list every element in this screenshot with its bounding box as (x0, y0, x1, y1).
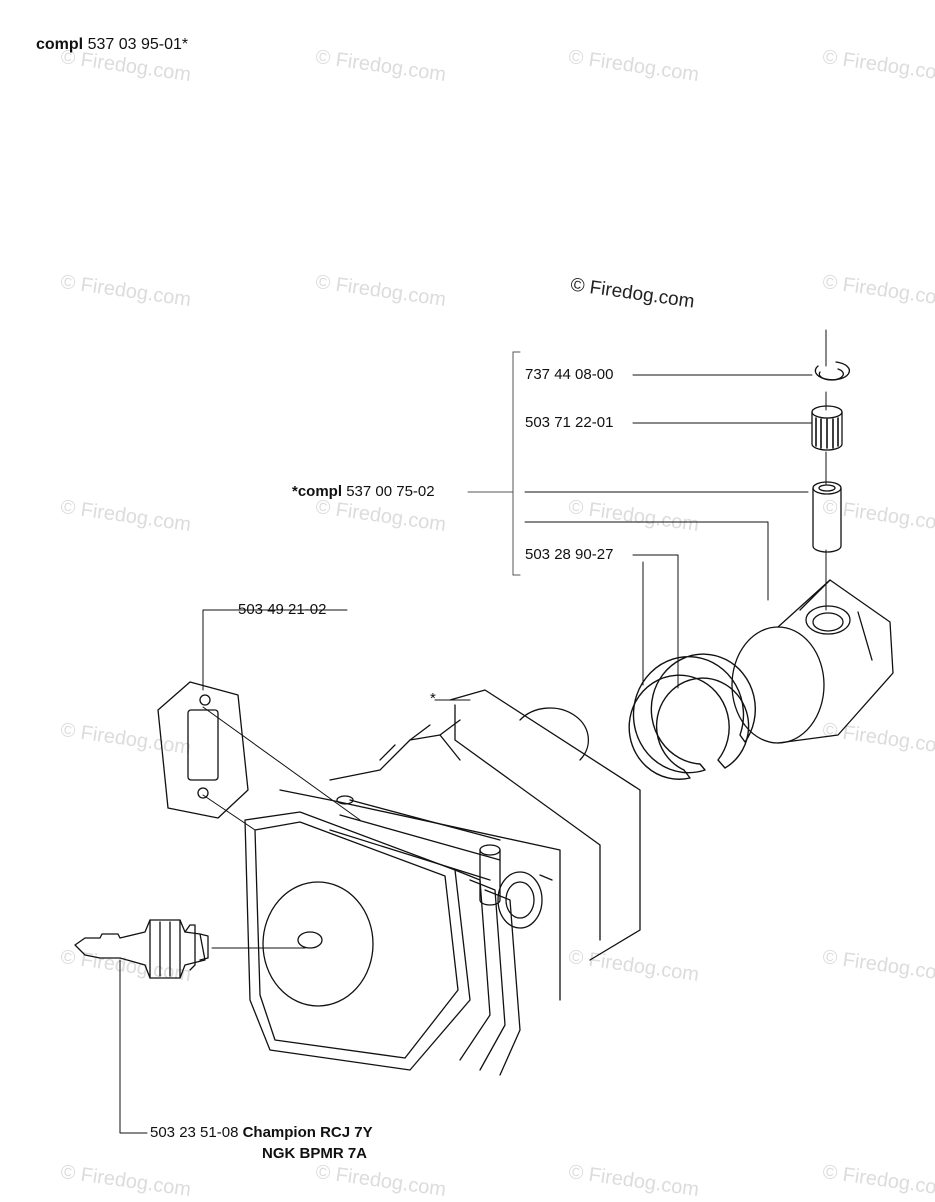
piston-kit-prefix: *compl (292, 483, 343, 500)
part-label-gasket: 503 49 21-02 (238, 601, 327, 618)
part-label-needle-bearing: 503 71 22-01 (525, 414, 614, 431)
part-label-cylinder-marker: * (430, 690, 436, 707)
spark-plug-drawing (74, 919, 209, 979)
piston-pin-drawing (812, 481, 842, 553)
assembly-prefix: compl (36, 36, 84, 53)
part-label-spark-plug: 503 23 51-08 Champion RCJ 7Y (150, 1124, 373, 1142)
spark-plug-number: 503 23 51-08 (150, 1124, 239, 1141)
needle-bearing-drawing (811, 405, 843, 451)
assembly-code: 537 03 95-01* (87, 36, 189, 53)
piston-kit-bracket (467, 351, 521, 576)
leader-lines (119, 329, 827, 1134)
assembly-number: compl 537 03 95-01* (36, 36, 188, 54)
gasket-drawing (157, 681, 249, 819)
part-label-circlip: 737 44 08-00 (525, 366, 614, 383)
piston-rings-drawing (628, 653, 757, 780)
part-label-spark-plug-ngk: NGK BPMR 7A (262, 1145, 367, 1163)
piston-drawing (731, 579, 894, 744)
spark-plug-brand-ngk: NGK BPMR 7A (262, 1145, 368, 1162)
piston-kit-number: 537 00 75-02 (346, 483, 435, 500)
part-label-piston-ring: 503 28 90-27 (525, 546, 614, 563)
spark-plug-brand-champion: Champion RCJ 7Y (242, 1124, 373, 1141)
cylinder-drawing (244, 689, 641, 1076)
part-label-piston-kit: *compl 537 00 75-02 (292, 483, 435, 501)
circlip-drawing (814, 361, 851, 381)
